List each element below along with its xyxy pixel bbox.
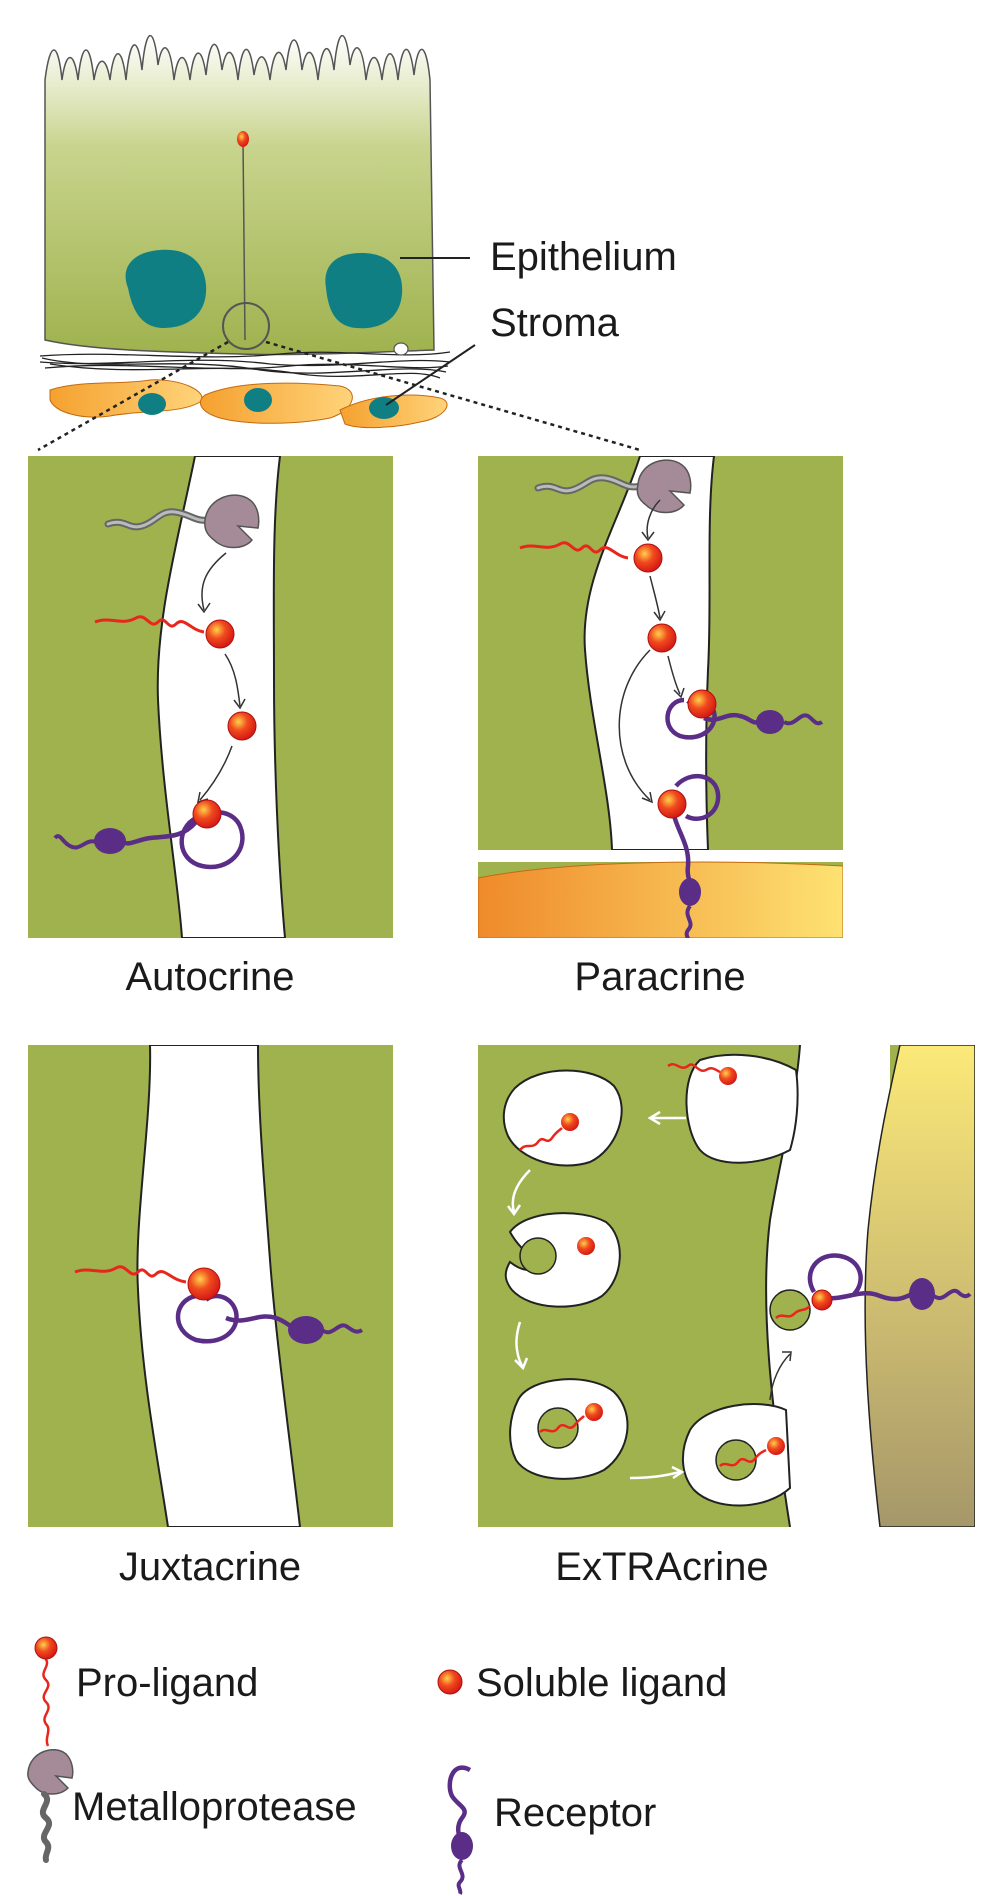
receptor-stalk (120, 820, 198, 846)
legend-receptor: Receptor (447, 1765, 656, 1895)
pro-ligand-tether (519, 541, 629, 560)
metalloprotease (204, 494, 260, 549)
stroma-label: Stroma (490, 301, 620, 345)
intercellular-space (766, 1045, 890, 1527)
receptor-kinase (679, 878, 701, 906)
bound-ligand (657, 789, 687, 819)
legend-pro-ligand: Pro-ligand (34, 1636, 258, 1747)
pro-ligand-ball (187, 1267, 221, 1301)
endosome-budding (685, 1053, 799, 1164)
juxtacrine-label: Juxtacrine (119, 1545, 301, 1589)
pro-ligand-icon (42, 1657, 50, 1747)
cell-border (242, 139, 246, 341)
receptor-tail (932, 1288, 972, 1300)
receptor-kinase (288, 1316, 324, 1344)
soluble-ligand-icon (437, 1669, 463, 1695)
receptor-icon-kinase (451, 1832, 473, 1860)
separator-gap (478, 850, 843, 862)
metalloprotease-stalk-icon (39, 1791, 53, 1863)
metalloprotease (636, 459, 692, 514)
receptor-loop (674, 773, 721, 821)
metalloprotease-icon (27, 1749, 74, 1795)
receptor-tail (782, 713, 824, 726)
receptor-icon-tail (456, 1858, 465, 1895)
receptor-loop (807, 1253, 863, 1296)
soluble-ligand (227, 711, 257, 741)
trafficking-arrows (507, 1110, 792, 1480)
basement-membrane (39, 351, 451, 379)
juxtacrine-panel (28, 1045, 393, 1527)
receptor-stalk (825, 1290, 914, 1302)
pro-ligand-icon-ball (34, 1636, 58, 1660)
autocrine-label: Autocrine (126, 955, 295, 999)
receptor-tail (684, 904, 693, 938)
epithelium-label: Epithelium (490, 235, 677, 279)
extracrine-label: ExTRAcrine (555, 1545, 768, 1589)
receptor-label: Receptor (494, 1791, 656, 1835)
metalloprotease-label: Metalloprotease (72, 1785, 357, 1829)
pro-ligand-label: Pro-ligand (76, 1661, 258, 1705)
pro-ligand-tether (74, 1265, 187, 1284)
receptor-loop (175, 1293, 239, 1344)
apical-ligand-dot (237, 131, 249, 147)
receptor-tail (320, 1323, 364, 1335)
receptor-kinase (756, 710, 784, 734)
vesicle-ligands (519, 1063, 811, 1468)
intraluminal-vesicle (519, 1237, 557, 1275)
exosome (769, 1289, 811, 1331)
zoom-line-right (265, 340, 641, 452)
bound-ligand (811, 1289, 833, 1311)
legend: Pro-ligand Soluble ligand Metalloproteas… (27, 1636, 727, 1895)
extracrine-panel (478, 1045, 975, 1527)
nucleus-left (125, 249, 207, 328)
bound-ligand (192, 799, 222, 829)
pro-ligand-ball (633, 543, 663, 573)
receptor-kinase (909, 1278, 935, 1310)
stromal-cell (478, 861, 843, 938)
legend-soluble-ligand: Soluble ligand (437, 1661, 727, 1705)
nucleus-right (325, 252, 403, 329)
soluble-ligand-label: Soluble ligand (476, 1661, 727, 1705)
receptor-tail (53, 834, 97, 850)
receptor-icon (447, 1765, 472, 1842)
pro-ligand-tether (94, 615, 205, 634)
intraluminal-vesicle (715, 1439, 757, 1481)
pro-ligand-ball (205, 619, 235, 649)
protease-stalk-inner (536, 476, 642, 493)
epithelium-overview: Epithelium Stroma (37, 34, 677, 452)
stroma-cells (49, 379, 448, 429)
protease-stalk-inner (106, 510, 210, 529)
autocrine-panel (28, 456, 393, 938)
intercellular-space (156, 456, 287, 938)
small-vesicle (393, 342, 409, 356)
paracrine-label: Paracrine (574, 955, 745, 999)
receptor-loop (179, 810, 245, 870)
magnifier-circle (222, 302, 270, 350)
legend-metalloprotease: Metalloprotease (27, 1749, 357, 1863)
receptor-kinase (94, 828, 126, 854)
paracrine-panel (478, 456, 843, 938)
bound-ligand (687, 689, 717, 719)
soluble-ligand (647, 623, 677, 653)
receptor-stalk (703, 712, 759, 725)
cleavage-arrows (618, 499, 685, 804)
stroma-pointer (385, 344, 476, 406)
